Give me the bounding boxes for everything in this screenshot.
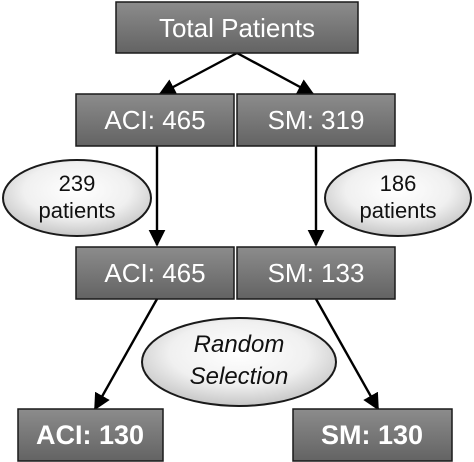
arrow-sm-filtered-to-sm-final	[314, 298, 380, 411]
node-sm-initial: SM: 319	[236, 93, 396, 147]
oval-random-selection: Random Selection	[141, 317, 337, 407]
oval-sm-excluded-line2: patients	[359, 198, 436, 223]
arrow-aci-filtered-to-aci-final	[93, 298, 159, 411]
oval-random-selection-line2: Selection	[190, 363, 289, 390]
node-aci-filtered: ACI: 465	[75, 246, 235, 300]
oval-random-selection-line1: Random	[194, 331, 285, 358]
oval-sm-excluded-line1: 186	[380, 171, 417, 196]
node-total-patients-label: Total Patients	[159, 13, 315, 43]
node-sm-filtered-label: SM: 133	[268, 258, 365, 288]
node-aci-initial: ACI: 465	[75, 93, 235, 147]
node-aci-initial-label: ACI: 465	[104, 105, 205, 135]
node-sm-initial-label: SM: 319	[268, 105, 365, 135]
node-sm-final: SM: 130	[292, 408, 453, 462]
arrows	[93, 51, 380, 411]
oval-aci-excluded-line2: patients	[38, 198, 115, 223]
oval-aci-excluded-line1: 239	[59, 171, 96, 196]
oval-sm-excluded: 186 patients	[324, 159, 472, 237]
node-aci-final: ACI: 130	[17, 408, 164, 462]
node-aci-filtered-label: ACI: 465	[104, 258, 205, 288]
arrow-total-to-aci	[158, 51, 238, 96]
node-aci-final-label: ACI: 130	[36, 420, 144, 450]
arrow-total-to-sm	[236, 51, 315, 96]
node-total-patients: Total Patients	[115, 1, 359, 54]
node-sm-final-label: SM: 130	[321, 420, 423, 450]
node-sm-filtered: SM: 133	[236, 246, 396, 300]
oval-aci-excluded: 239 patients	[2, 159, 152, 237]
